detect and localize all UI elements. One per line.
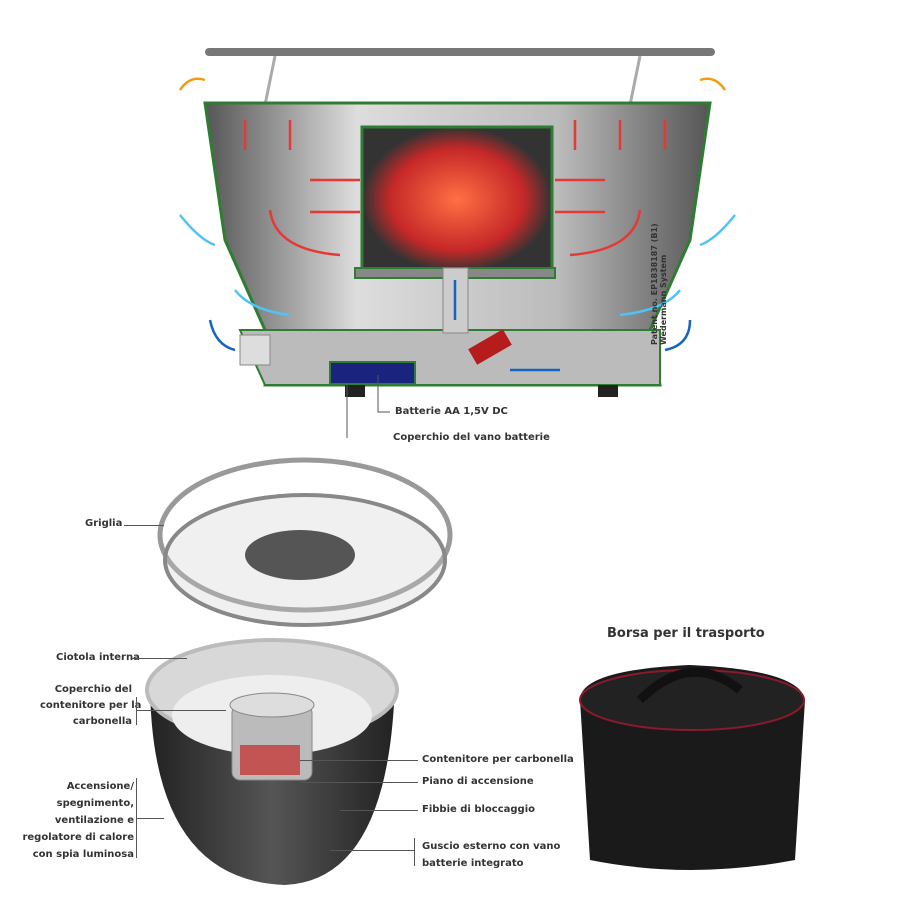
cross-section-grill: [203, 48, 715, 397]
label-charcoal-container: Contenitore per carbonella: [422, 754, 574, 765]
airflow-arrows: [178, 77, 736, 372]
label-inner-bowl: Ciotola interna: [56, 652, 140, 663]
grill-rack: [157, 457, 453, 627]
battery: [329, 361, 416, 385]
fan: [468, 329, 512, 365]
label-ignition-plate: Piano di accensione: [422, 776, 534, 787]
bag-title: Borsa per il trasporto: [607, 626, 765, 641]
label-grill: Griglia: [85, 518, 123, 529]
patent-note: Patent no. EP1838187 (B1) Wedermann Syst…: [650, 145, 668, 345]
battery-cover-label: Coperchio del vano batterie: [393, 432, 550, 443]
carry-bag: [579, 665, 805, 870]
barbecue: [145, 638, 399, 885]
charcoal-container: [360, 125, 554, 274]
patent-number: Patent no. EP1838187 (B1): [650, 223, 659, 345]
label-locking-clips: Fibbie di bloccaggio: [422, 804, 536, 815]
system-name: Wedermann System: [659, 254, 668, 345]
battery-label: Batterie AA 1,5V DC: [395, 406, 508, 417]
